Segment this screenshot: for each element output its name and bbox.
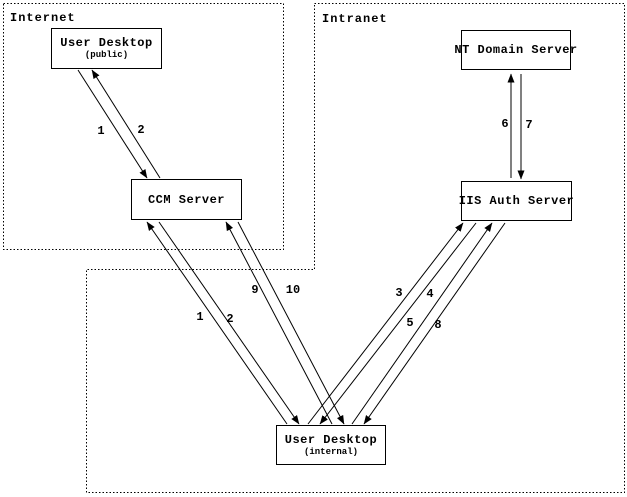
edge-label-2-internal: 2: [226, 312, 234, 326]
edge-8-iis-to-internal-desktop: [363, 222, 506, 425]
edge-5-internal-desktop-to-iis: [351, 222, 493, 425]
edge-label-7: 7: [525, 118, 533, 132]
node-subtitle: (public): [84, 50, 129, 60]
node-title: CCM Server: [147, 192, 225, 207]
internet-region-label: Internet: [10, 11, 76, 25]
edge-label-10: 10: [285, 283, 301, 297]
node-user-desktop-public: User Desktop (public): [51, 28, 162, 69]
intranet-region-border: [86, 3, 625, 493]
node-title: User Desktop: [60, 36, 153, 50]
edge-2-ccm-to-public-desktop: [91, 69, 161, 179]
edge-1-internal-desktop-to-ccm: [146, 221, 288, 425]
node-user-desktop-internal: User Desktop (internal): [276, 425, 386, 465]
edge-1-public-desktop-to-ccm: [77, 69, 148, 179]
edge-label-2-public: 2: [137, 123, 145, 137]
edge-label-6: 6: [501, 117, 509, 131]
edge-label-1-public: 1: [97, 124, 105, 138]
intranet-region-label: Intranet: [322, 12, 388, 26]
edge-label-1-internal: 1: [196, 310, 204, 324]
node-title: IIS Auth Server: [458, 194, 575, 208]
edge-9-internal-desktop-to-ccm: [225, 221, 333, 425]
edge-label-9: 9: [251, 283, 259, 297]
edge-label-5: 5: [406, 316, 414, 330]
node-title: User Desktop: [284, 432, 378, 447]
edge-label-4: 4: [426, 287, 434, 301]
edge-label-8: 8: [434, 318, 442, 332]
edge-10-ccm-to-internal-desktop: [237, 221, 345, 425]
edge-label-3: 3: [395, 286, 403, 300]
node-ccm-server: CCM Server: [131, 179, 242, 220]
node-subtitle: (internal): [303, 446, 358, 457]
node-nt-domain-server: NT Domain Server: [454, 30, 577, 70]
edge-2-ccm-to-internal-desktop: [158, 221, 300, 425]
node-iis-auth-server: IIS Auth Server: [458, 181, 575, 221]
internet-region-border: [3, 3, 284, 250]
node-title: NT Domain Server: [454, 43, 578, 57]
edge-4-iis-to-internal-desktop: [319, 222, 477, 425]
edge-3-internal-desktop-to-iis: [307, 222, 464, 425]
